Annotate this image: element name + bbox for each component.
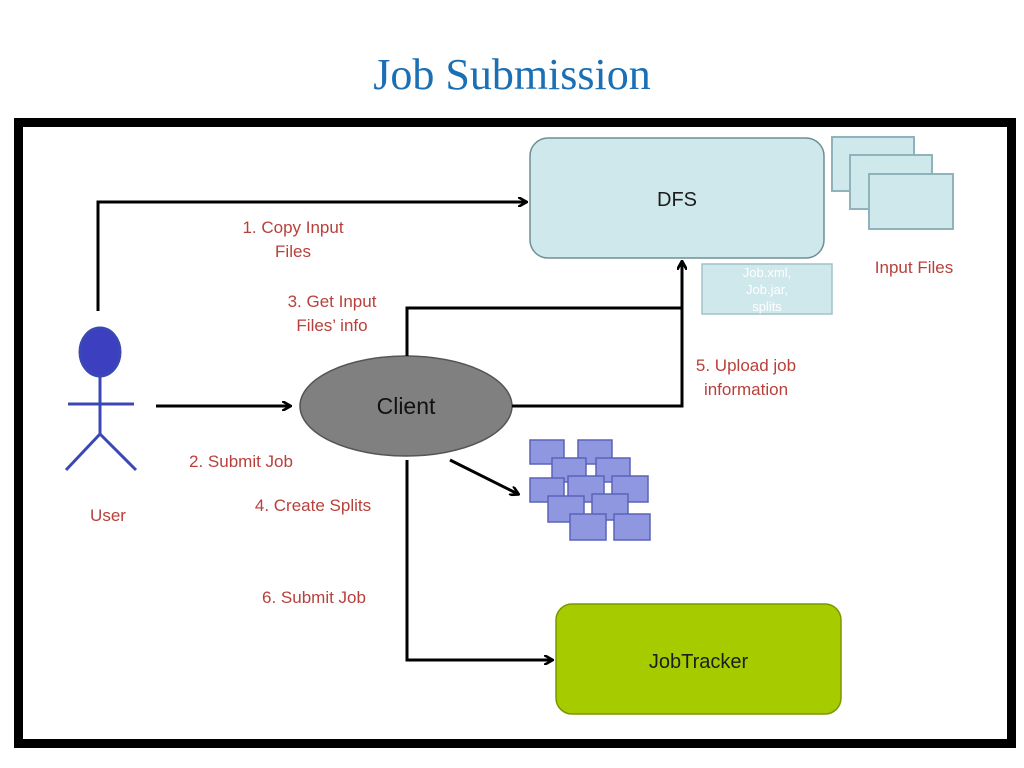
step-upload-info-label: 5. Upload job information [676,354,816,402]
label-line: 1. Copy Input [242,218,344,237]
client-label: Client [376,392,436,419]
user-icon [64,326,138,472]
input-files-label: Input Files [874,258,954,277]
page-title: Job Submission [373,50,651,99]
job-info-text: Job.xml, Job.jar, splits [702,264,832,314]
jobtracker-label: JobTracker [648,650,749,673]
job-info-line: Job.jar, [746,282,788,297]
step-copy-input-label: 1. Copy Input Files [218,216,368,264]
arrow-create-splits [449,458,518,494]
step-submit-job-2-label: 2. Submit Job [189,452,293,471]
label-line: information [703,380,789,399]
dfs-box [529,137,825,259]
step-get-input-info-label: 3. Get Input Files’ info [262,290,402,338]
label-line: 5. Upload job [695,356,797,375]
arrow-copy-input [96,202,526,311]
jobtracker-box [555,603,842,715]
job-info-line: splits [752,299,782,314]
step-create-splits-label: 4. Create Splits [254,496,372,515]
arrow-upload-job-info [512,262,682,408]
dfs-label: DFS [657,188,697,211]
user-label: User [90,506,126,525]
arrow-submit-job-to-jobtracker [405,460,552,660]
diagram-frame [14,118,1016,748]
splits-icon [529,439,651,541]
label-line: 3. Get Input [287,292,377,311]
step-submit-job-6-label: 6. Submit Job [262,588,366,607]
job-info-line: Job.xml, [742,265,792,280]
job-info-box [701,263,833,315]
label-line: Files’ info [296,316,368,335]
arrow-get-input-info [405,262,682,356]
label-line: Files [275,242,311,261]
input-files-icon [831,136,954,230]
